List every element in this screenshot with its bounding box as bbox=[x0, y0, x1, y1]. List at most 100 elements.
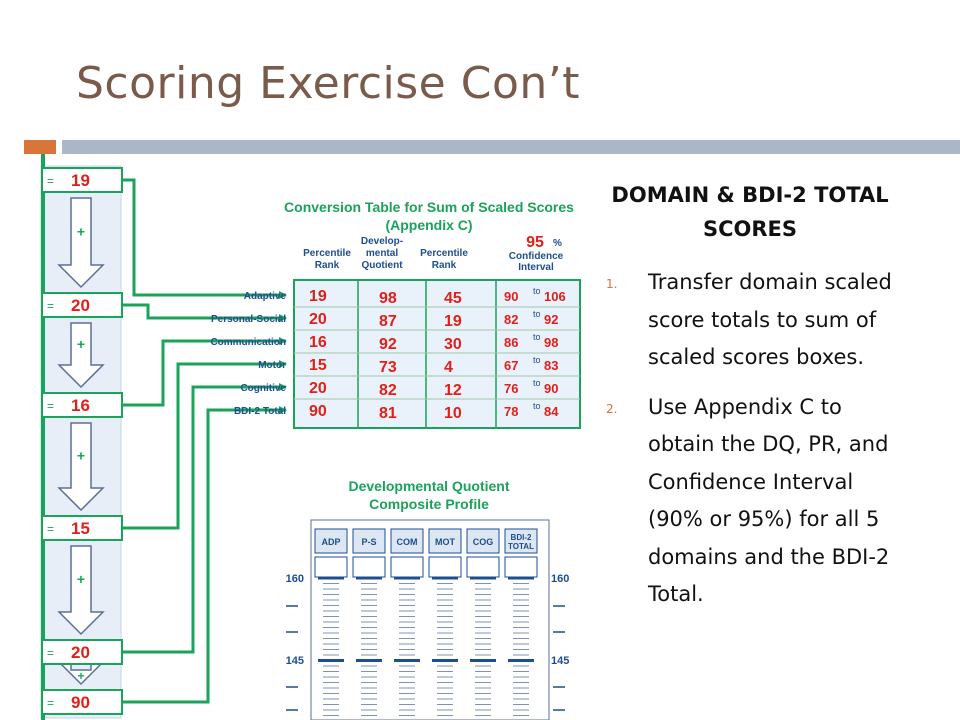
plus-sign: + bbox=[77, 336, 85, 352]
percentile-rank: 4 bbox=[444, 359, 453, 376]
total-value: 19 bbox=[71, 171, 90, 190]
profile-column-label: COG bbox=[473, 537, 494, 547]
profile-score-box bbox=[390, 556, 424, 578]
sum-scaled-score: 16 bbox=[309, 334, 327, 351]
percentile-rank: 12 bbox=[444, 382, 462, 399]
conversion-table-body bbox=[293, 279, 581, 429]
conversion-table-subtitle: (Appendix C) bbox=[385, 217, 472, 233]
developmental-quotient: 98 bbox=[379, 290, 397, 307]
profile-score-box bbox=[504, 556, 538, 578]
ci-to: to bbox=[533, 286, 541, 296]
sum-scaled-score: 90 bbox=[309, 403, 327, 420]
title-rule-bar bbox=[62, 140, 960, 154]
ci-high: 83 bbox=[544, 358, 558, 373]
scale-label-right: 145 bbox=[551, 655, 569, 667]
profile-title: Developmental Quotient bbox=[348, 478, 509, 494]
profile-column-header bbox=[352, 528, 386, 554]
developmental-quotient: 87 bbox=[379, 313, 397, 330]
ci-low: 67 bbox=[504, 358, 518, 373]
total-value: 20 bbox=[71, 296, 90, 315]
score-connector bbox=[122, 303, 287, 322]
down-arrow bbox=[57, 322, 105, 389]
ci-high: 84 bbox=[544, 404, 559, 419]
domain-label: BDI-2 Total bbox=[234, 406, 286, 417]
instruction-item: 1. Transfer domain scaled score totals t… bbox=[600, 264, 900, 377]
ci-low: 78 bbox=[504, 404, 518, 419]
profile-column-header bbox=[390, 528, 424, 554]
instructions-panel: DOMAIN & BDI-2 TOTAL SCORES 1. Transfer … bbox=[600, 178, 900, 626]
score-connector bbox=[122, 178, 287, 299]
ci-low: 90 bbox=[504, 289, 518, 304]
total-box bbox=[41, 167, 123, 193]
profile-column-header bbox=[466, 528, 500, 554]
plus-sign: + bbox=[77, 448, 85, 464]
profile-column-label: P-S bbox=[361, 537, 376, 547]
percentile-rank: 30 bbox=[444, 336, 462, 353]
ci-percent-suffix: % bbox=[553, 238, 562, 249]
plus-sign: + bbox=[77, 669, 84, 683]
ci-high: 90 bbox=[544, 381, 558, 396]
developmental-quotient: 73 bbox=[379, 359, 397, 376]
domain-label: Motor bbox=[258, 360, 286, 371]
developmental-quotient: 81 bbox=[379, 405, 397, 422]
equals-sign: = bbox=[47, 174, 54, 188]
ci-percent: 95 bbox=[526, 234, 544, 251]
domain-label: Communication bbox=[210, 337, 286, 348]
down-arrow bbox=[57, 197, 105, 289]
equals-sign: = bbox=[47, 299, 54, 313]
down-arrow bbox=[57, 545, 105, 636]
total-value: 16 bbox=[71, 396, 90, 415]
total-value: 90 bbox=[71, 693, 90, 712]
profile-subtitle: Composite Profile bbox=[369, 496, 489, 512]
equals-sign: = bbox=[47, 399, 54, 413]
ci-to: to bbox=[533, 309, 541, 319]
profile-column-label: ADP bbox=[321, 537, 340, 547]
down-arrow bbox=[57, 422, 105, 512]
domain-label: Adaptive bbox=[244, 291, 287, 302]
score-connector bbox=[122, 383, 287, 654]
profile-column-label: MOT bbox=[435, 537, 455, 547]
instruction-number: 1. bbox=[606, 277, 618, 291]
profile-score-box bbox=[314, 556, 348, 578]
equals-sign: = bbox=[47, 646, 54, 660]
sum-scaled-score: 15 bbox=[309, 357, 327, 374]
profile-column-header bbox=[428, 528, 462, 554]
ci-low: 82 bbox=[504, 312, 518, 327]
total-box bbox=[41, 392, 123, 418]
equals-sign: = bbox=[47, 696, 54, 710]
instruction-number: 2. bbox=[606, 401, 618, 416]
scale-label-right: 160 bbox=[551, 573, 569, 585]
plus-sign: + bbox=[77, 224, 85, 240]
profile-score-box bbox=[428, 556, 462, 578]
percentile-rank: 45 bbox=[444, 290, 462, 307]
profile-score-box bbox=[352, 556, 386, 578]
ci-to: to bbox=[533, 378, 541, 388]
score-connector bbox=[122, 406, 287, 704]
scale-label-left: 160 bbox=[286, 573, 304, 585]
profile-column-header bbox=[504, 528, 538, 554]
total-value: 15 bbox=[71, 519, 90, 538]
domain-label: Cognitive bbox=[240, 383, 286, 394]
total-box bbox=[41, 639, 123, 665]
plus-sign: + bbox=[77, 571, 85, 587]
percentile-rank: 10 bbox=[444, 405, 462, 422]
ci-low: 86 bbox=[504, 335, 518, 350]
ci-low: 76 bbox=[504, 381, 518, 396]
developmental-quotient: 92 bbox=[379, 336, 397, 353]
score-connector bbox=[122, 337, 287, 407]
ci-to: to bbox=[533, 355, 541, 365]
sum-scaled-score: 20 bbox=[309, 380, 327, 397]
ci-to: to bbox=[533, 401, 541, 411]
sum-scaled-score: 19 bbox=[309, 288, 327, 305]
scale-label-left: 145 bbox=[286, 655, 304, 667]
instruction-text: Transfer domain scaled score totals to s… bbox=[648, 270, 892, 369]
developmental-quotient: 82 bbox=[379, 382, 397, 399]
slide-title: Scoring Exercise Con’t bbox=[76, 58, 581, 109]
instructions-heading: DOMAIN & BDI-2 TOTAL SCORES bbox=[611, 183, 889, 241]
profile-score-box bbox=[466, 556, 500, 578]
